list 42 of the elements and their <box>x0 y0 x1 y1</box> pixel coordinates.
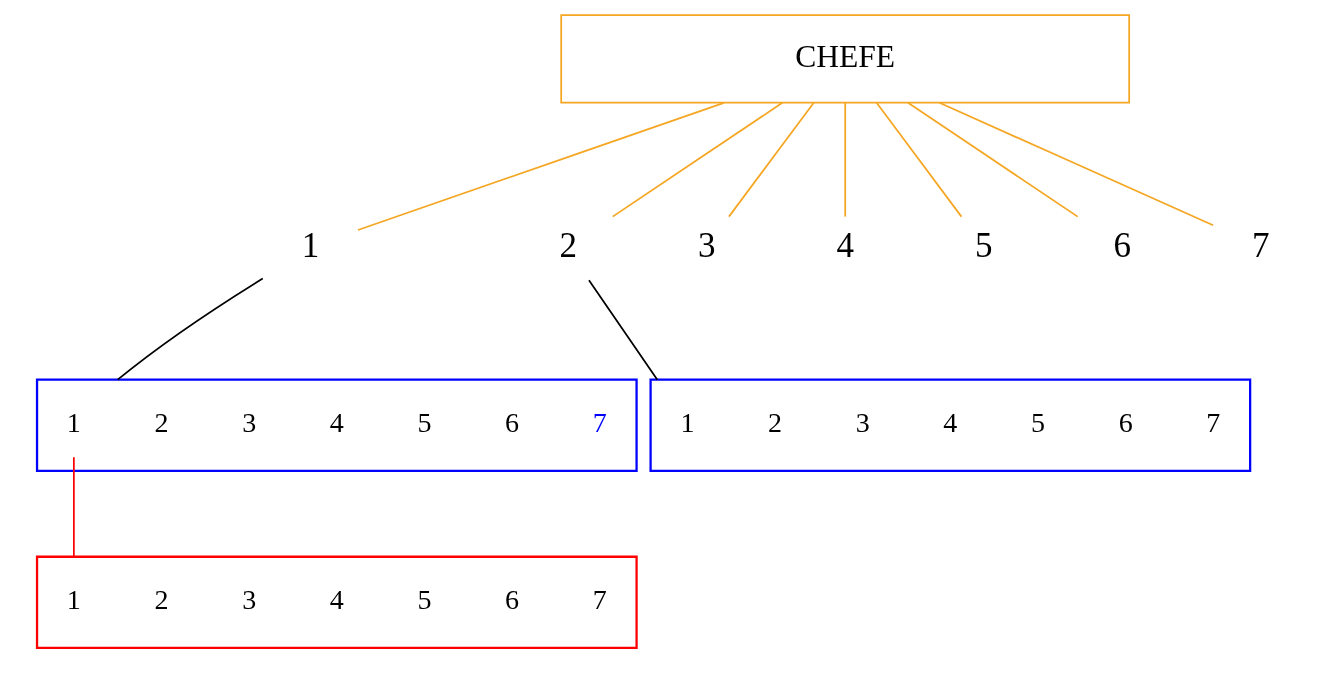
node-text: 5 <box>974 225 992 265</box>
node-text: 7 <box>592 583 607 615</box>
node-text: 6 <box>504 406 519 438</box>
node-text: 7 <box>1205 406 1220 438</box>
cluster <box>35 555 638 650</box>
node-text: 4 <box>942 406 957 438</box>
connector <box>356 101 725 231</box>
connector <box>116 277 264 381</box>
node-text: 1 <box>301 225 319 265</box>
node-text: 4 <box>329 583 344 615</box>
connector <box>611 101 783 218</box>
node-text: 2 <box>767 406 782 438</box>
connector <box>72 456 75 558</box>
node-text: 7 <box>1251 225 1269 265</box>
connector <box>875 101 962 218</box>
connector <box>587 279 658 381</box>
node-text: 2 <box>153 583 169 615</box>
node-text: 1 <box>66 583 81 615</box>
node-text: 3 <box>697 225 715 265</box>
node-text: 5 <box>416 406 431 438</box>
node-text: 4 <box>329 406 344 438</box>
node-text: 3 <box>855 406 870 438</box>
node-box: CHEFE <box>559 14 1130 104</box>
node-text: 5 <box>1030 406 1045 438</box>
node-text: 5 <box>416 583 431 615</box>
node-text: 2 <box>558 225 577 265</box>
cluster <box>35 378 638 472</box>
node-text: 7 <box>592 406 607 438</box>
connector <box>727 101 815 218</box>
connector <box>843 101 846 218</box>
cluster <box>648 378 1251 472</box>
node-text: 1 <box>66 406 81 438</box>
node-text: 3 <box>241 583 256 615</box>
node-text: 4 <box>835 225 854 265</box>
node-text: 1 <box>679 406 694 438</box>
node-text: 6 <box>1112 225 1131 265</box>
node-text: 6 <box>504 583 519 615</box>
connector <box>906 101 1079 218</box>
node-text: 6 <box>1118 406 1133 438</box>
node-text: 3 <box>241 406 256 438</box>
node-text: 2 <box>153 406 169 438</box>
connector <box>938 101 1214 227</box>
